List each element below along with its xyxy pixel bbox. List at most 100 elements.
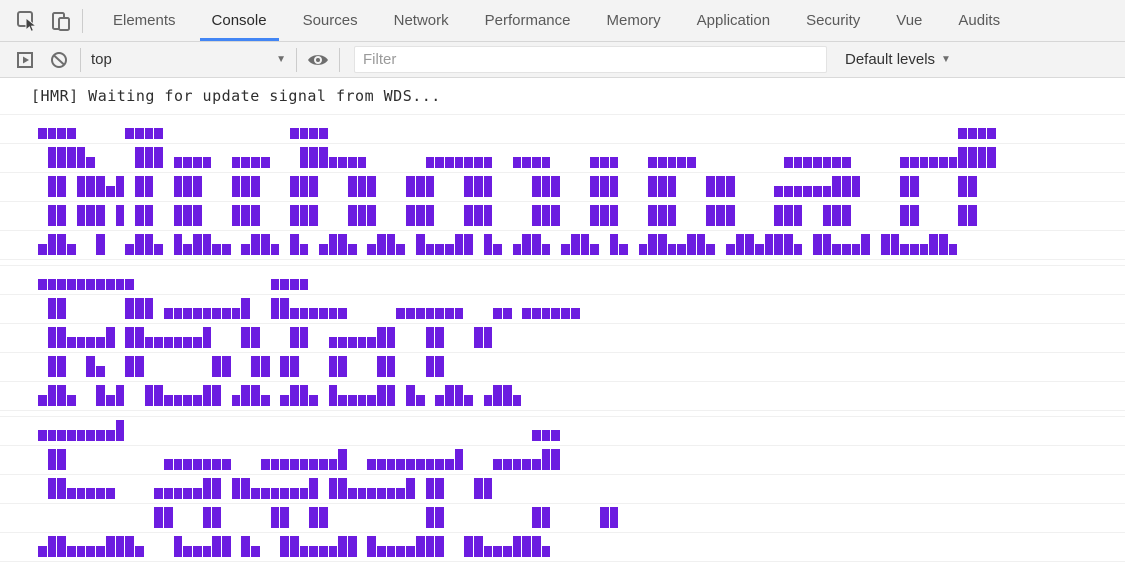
art-cell xyxy=(541,507,552,528)
art-cell xyxy=(154,234,164,255)
art-cell xyxy=(251,176,261,197)
tab-sources[interactable]: Sources xyxy=(285,0,376,41)
art-cell xyxy=(881,176,891,197)
art-cell xyxy=(871,205,881,226)
art-cell xyxy=(387,118,397,139)
art-cell xyxy=(900,205,910,226)
art-cell xyxy=(154,176,164,197)
art-cell xyxy=(134,356,145,377)
art-cell xyxy=(289,385,300,406)
art-cell xyxy=(271,327,281,348)
art-cell xyxy=(67,176,77,197)
art-cell xyxy=(541,449,552,470)
art-cell xyxy=(231,147,242,168)
art-cell xyxy=(503,176,513,197)
filter-input[interactable] xyxy=(354,46,827,73)
art-cell xyxy=(541,420,552,441)
art-cell xyxy=(454,449,465,470)
art-cell xyxy=(503,147,513,168)
show-console-sidebar-button[interactable] xyxy=(8,45,42,75)
art-cell xyxy=(929,234,939,255)
art-cell xyxy=(425,147,436,168)
art-cell xyxy=(338,176,348,197)
art-cell xyxy=(629,234,639,255)
art-cell xyxy=(765,118,775,139)
art-cell xyxy=(48,507,58,528)
art-cell xyxy=(513,420,523,441)
art-cell xyxy=(125,536,135,557)
art-cell xyxy=(86,356,96,377)
art-cell xyxy=(455,327,465,348)
art-cell xyxy=(958,147,968,168)
art-cell xyxy=(445,176,455,197)
art-cell xyxy=(183,327,193,348)
art-cell xyxy=(67,269,77,290)
chevron-down-icon: ▼ xyxy=(276,54,286,65)
art-cell xyxy=(241,147,251,168)
art-cell xyxy=(473,176,484,197)
art-cell xyxy=(173,449,184,470)
tab-network[interactable]: Network xyxy=(376,0,467,41)
art-cell xyxy=(106,205,116,226)
art-cell xyxy=(251,536,261,557)
tab-vue[interactable]: Vue xyxy=(878,0,940,41)
art-cell xyxy=(38,176,48,197)
art-cell xyxy=(435,298,445,319)
clear-console-button[interactable] xyxy=(42,45,76,75)
art-cell xyxy=(793,147,804,168)
art-cell xyxy=(484,118,494,139)
art-cell xyxy=(338,478,348,499)
art-cell xyxy=(503,298,513,319)
art-cell xyxy=(145,507,155,528)
art-cell xyxy=(183,478,193,499)
art-cell xyxy=(96,147,106,168)
toggle-device-toolbar-button[interactable] xyxy=(44,6,78,36)
art-cell xyxy=(415,449,426,470)
art-cell xyxy=(163,449,174,470)
art-cell xyxy=(444,298,455,319)
art-cell xyxy=(125,118,135,139)
tab-application[interactable]: Application xyxy=(679,0,788,41)
log-levels-dropdown[interactable]: Default levels ▼ xyxy=(845,51,951,68)
tab-security[interactable]: Security xyxy=(788,0,878,41)
art-cell xyxy=(415,205,426,226)
art-cell xyxy=(299,147,310,168)
art-cell xyxy=(639,118,649,139)
art-cell xyxy=(212,176,222,197)
art-cell xyxy=(774,205,784,226)
art-cell xyxy=(348,420,358,441)
art-cell xyxy=(784,118,794,139)
tab-memory[interactable]: Memory xyxy=(589,0,679,41)
tab-audits[interactable]: Audits xyxy=(940,0,1018,41)
art-cell xyxy=(415,298,426,319)
art-cell xyxy=(455,478,465,499)
tab-console[interactable]: Console xyxy=(194,0,285,41)
art-cell xyxy=(173,536,184,557)
javascript-context-selector[interactable]: top ▼ xyxy=(85,51,292,68)
art-cell xyxy=(900,234,910,255)
art-cell xyxy=(716,147,726,168)
art-cell xyxy=(512,385,523,406)
art-cell xyxy=(86,234,96,255)
art-cell xyxy=(222,356,232,377)
art-line xyxy=(38,356,1125,377)
art-cell xyxy=(338,298,348,319)
tab-performance[interactable]: Performance xyxy=(467,0,589,41)
art-cell xyxy=(105,176,116,197)
art-cell xyxy=(968,205,978,226)
art-cell xyxy=(435,356,445,377)
art-cell xyxy=(261,269,271,290)
art-cell xyxy=(909,205,920,226)
art-cell xyxy=(484,420,494,441)
art-cell xyxy=(977,147,988,168)
art-cell xyxy=(435,536,445,557)
art-cell xyxy=(416,420,426,441)
inspect-element-button[interactable] xyxy=(10,6,44,36)
art-cell xyxy=(202,234,213,255)
art-cell xyxy=(794,118,804,139)
create-live-expression-button[interactable] xyxy=(301,45,335,75)
tab-elements[interactable]: Elements xyxy=(95,0,194,41)
art-cell xyxy=(115,536,126,557)
art-cell xyxy=(163,478,174,499)
